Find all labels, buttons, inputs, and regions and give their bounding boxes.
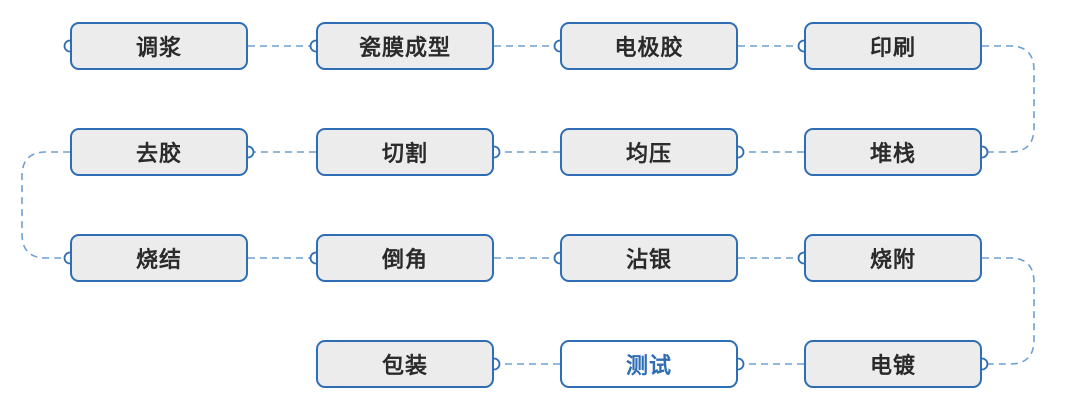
step-dianjijiao: 电极胶	[560, 22, 738, 70]
connector-s4-s5	[982, 45, 1035, 153]
step-baozhuang: 包装	[316, 340, 494, 388]
step-shaofu: 烧附	[804, 234, 982, 282]
step-shaojie: 烧结	[70, 234, 248, 282]
step-junya: 均压	[560, 128, 738, 176]
step-qujiao: 去胶	[70, 128, 248, 176]
step-tiaojiang: 调浆	[70, 22, 248, 70]
step-cimo-chengxing: 瓷膜成型	[316, 22, 494, 70]
step-ceshi: 测试	[560, 340, 738, 388]
step-daojiao: 倒角	[316, 234, 494, 282]
connector-s8-s9	[21, 151, 70, 259]
step-qiege: 切割	[316, 128, 494, 176]
step-zhanyin: 沾银	[560, 234, 738, 282]
step-diandu: 电镀	[804, 340, 982, 388]
connector-s12-s13	[982, 257, 1035, 365]
step-duizhan: 堆栈	[804, 128, 982, 176]
step-yinshua: 印刷	[804, 22, 982, 70]
